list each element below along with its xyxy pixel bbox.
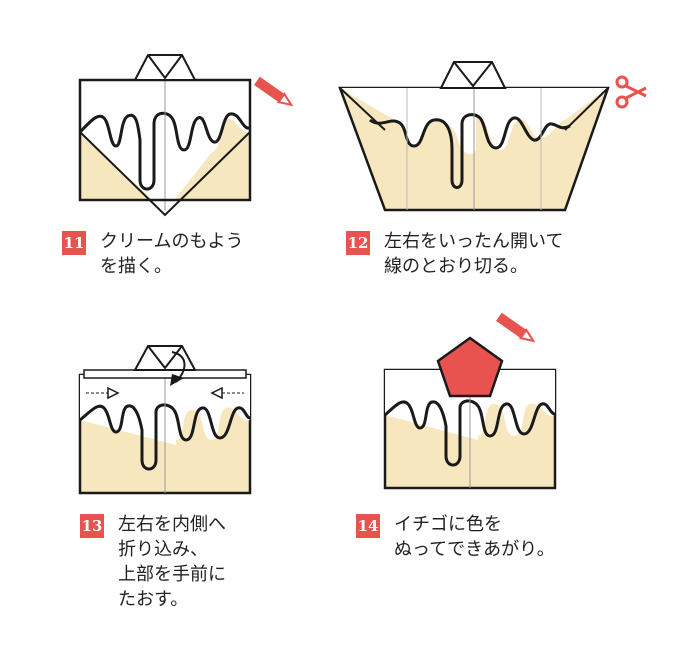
scissors-icon: [615, 75, 647, 109]
pencil-icon: [254, 76, 294, 107]
step-14-caption: 14 イチゴに色を ぬってできあがり。: [356, 512, 555, 562]
strawberry-shape: [436, 336, 504, 398]
step-number-badge: 13: [80, 514, 104, 538]
pencil-icon: [496, 312, 536, 343]
step-instruction: イチゴに色を ぬってできあがり。: [394, 514, 555, 560]
step-12-caption: 12 左右をいったん開いて 線のとおり切る。: [346, 229, 563, 279]
step-11-caption: 11 クリームのもよう を描く。: [62, 229, 243, 279]
step-12-figure: [338, 61, 647, 212]
step-11-figure: [78, 54, 294, 217]
step-instruction: 左右をいったん開いて 線のとおり切る。: [384, 231, 564, 277]
step-13-caption: 13 左右を内側へ 折り込み、 上部を手前に たおす。: [80, 512, 226, 612]
step-number-badge: 14: [356, 514, 380, 538]
step-instruction: クリームのもよう を描く。: [100, 231, 244, 277]
step-13-figure: [78, 345, 252, 495]
step-number-badge: 11: [62, 231, 86, 255]
step-number-badge: 12: [346, 231, 370, 255]
step-instruction: 左右を内側へ 折り込み、 上部を手前に たおす。: [118, 514, 226, 610]
step-14-figure: [383, 312, 557, 490]
